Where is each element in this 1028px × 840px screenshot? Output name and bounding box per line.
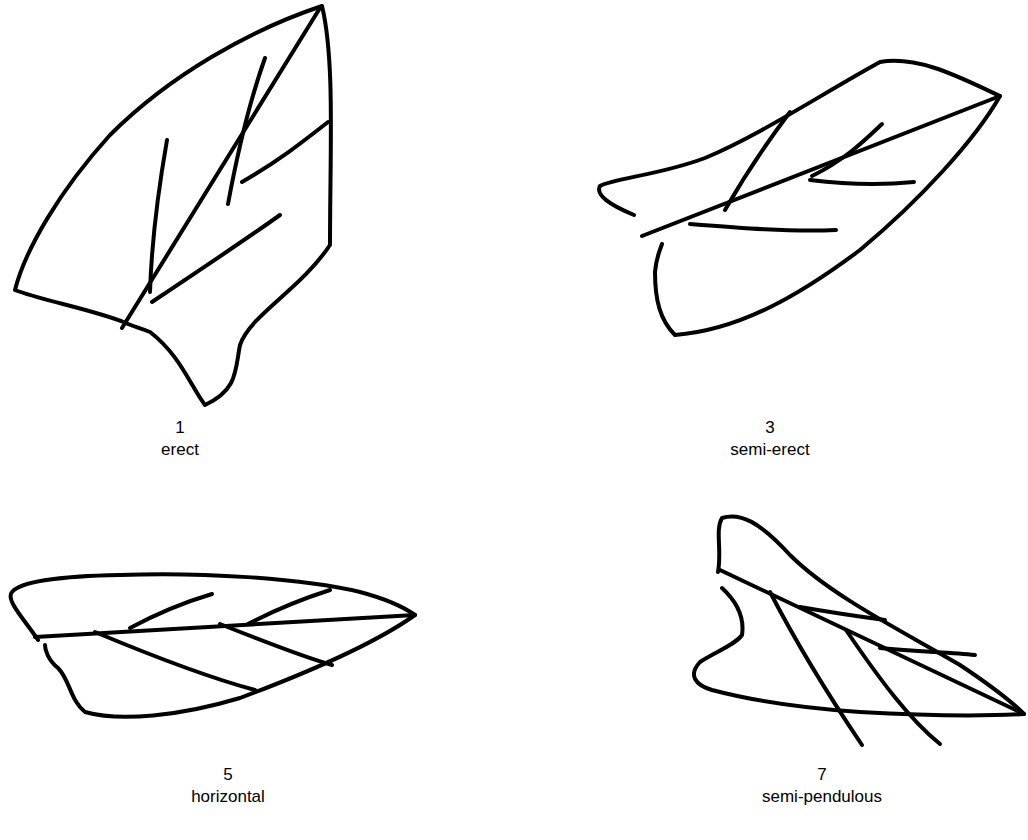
leaf-horizontal (11, 574, 415, 717)
orientation-label: semi-pendulous (762, 787, 882, 807)
callout-number: 1 (175, 418, 184, 438)
leaf-semi-erect (599, 61, 1000, 335)
leaf-erect (15, 6, 331, 405)
callout-number: 5 (223, 765, 232, 785)
callout-number: 3 (765, 418, 774, 438)
orientation-label: semi-erect (730, 440, 809, 460)
orientation-label: erect (161, 440, 199, 460)
orientation-label: horizontal (191, 787, 265, 807)
callout-number: 7 (817, 765, 826, 785)
leaf-semi-pendulous (694, 516, 1024, 745)
